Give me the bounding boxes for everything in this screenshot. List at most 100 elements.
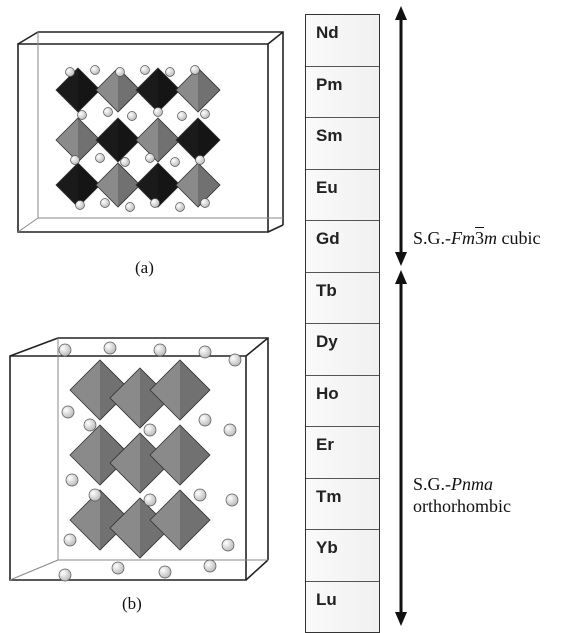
element-symbol: Ho: [316, 383, 339, 403]
element-cell-pm: Pm: [306, 66, 379, 118]
element-symbol: Sm: [316, 126, 343, 145]
cubic-octahedron-shade: [198, 68, 220, 112]
orthorhombic-octahedron-shade: [100, 490, 130, 550]
cubic-sg-prefix: S.G.-: [413, 228, 452, 248]
orthorhombic-octahedron-shade: [140, 368, 170, 428]
orthorhombic-space-group-label: S.G.-Pnma orthorhombic: [413, 473, 511, 517]
cubic-octahedron-shade: [118, 68, 140, 112]
cubic-octahedron: [55, 67, 101, 113]
cubic-octahedron-shade: [158, 68, 180, 112]
orthorhombic-octahedron: [149, 359, 211, 421]
atom-sphere: [120, 157, 130, 167]
atom-sphere: [65, 473, 79, 487]
element-cell-ho: Ho: [306, 375, 379, 427]
cubic-octahedron: [135, 162, 181, 208]
orthorhombic-octahedron-shade: [180, 425, 210, 485]
atom-sphere: [115, 67, 125, 77]
element-symbol: Dy: [316, 332, 338, 351]
element-symbol: Gd: [316, 229, 340, 248]
cubic-octahedron-shade: [198, 118, 220, 162]
element-symbol: Er: [316, 435, 334, 454]
atom-sphere: [190, 65, 200, 75]
atom-sphere: [203, 559, 217, 573]
orthorhombic-octahedron: [69, 424, 131, 486]
atom-sphere: [88, 488, 102, 502]
orthorhombic-structure-diagram: [9, 337, 269, 582]
atom-sphere: [95, 153, 105, 163]
atom-sphere: [200, 109, 210, 119]
orthorhombic-unit-cell-frame: [9, 337, 269, 581]
atom-sphere: [143, 423, 157, 437]
element-symbol: Nd: [316, 23, 339, 42]
orthorhombic-octahedra-group: [58, 341, 242, 582]
atom-sphere: [177, 111, 187, 121]
atom-sphere: [65, 67, 75, 77]
cubic-sg-symbol-bar: 3: [475, 228, 485, 248]
atom-sphere: [83, 418, 97, 432]
orthorhombic-octahedron: [69, 359, 131, 421]
atom-sphere: [223, 423, 237, 437]
caption-a: (a): [135, 258, 154, 277]
cubic-octahedron-shade: [78, 68, 100, 112]
cubic-octahedron-shade: [118, 163, 140, 207]
cubic-octahedron: [95, 67, 141, 113]
orthorhombic-octahedron-shade: [100, 360, 130, 420]
cubic-space-group-label: S.G.-Fm3m cubic: [413, 227, 541, 249]
atom-sphere: [221, 538, 235, 552]
cubic-octahedra-group: [55, 65, 221, 212]
atom-sphere: [90, 65, 100, 75]
element-symbol: Pm: [316, 74, 343, 94]
orthorhombic-octahedron-shade: [140, 498, 170, 558]
cubic-octahedron-shade: [198, 163, 220, 207]
atom-sphere: [127, 111, 137, 121]
atom-sphere: [70, 155, 80, 165]
element-cell-sm: Sm: [306, 118, 379, 170]
atom-sphere: [100, 198, 110, 208]
element-symbol: Eu: [316, 177, 338, 197]
cubic-octahedron: [135, 117, 181, 163]
atom-sphere: [198, 413, 212, 427]
orthorhombic-octahedron: [149, 489, 211, 551]
element-cell-nd: Nd: [306, 15, 379, 67]
orthorhombic-octahedron-shade: [180, 360, 210, 420]
cubic-octahedron-shade: [78, 118, 100, 162]
cubic-structure-diagram: [17, 31, 284, 233]
element-symbol: Tb: [316, 280, 337, 300]
atom-sphere: [170, 157, 180, 167]
orthorhombic-octahedron: [149, 424, 211, 486]
atom-sphere: [111, 561, 125, 575]
atom-sphere: [228, 353, 242, 367]
ortho-crystal-system: orthorhombic: [413, 496, 511, 516]
element-cell-yb: Yb: [306, 530, 379, 582]
cubic-octahedron: [175, 162, 221, 208]
orthorhombic-octahedron-shade: [140, 433, 170, 493]
ortho-sg-prefix: S.G.-: [413, 474, 452, 494]
atom-sphere: [153, 107, 163, 117]
orthorhombic-octahedron-shade: [100, 425, 130, 485]
element-symbol: Yb: [316, 538, 338, 557]
atom-sphere: [195, 155, 205, 165]
element-cell-eu: Eu: [306, 169, 379, 221]
element-cell-tb: Tb: [306, 272, 379, 324]
atom-sphere: [150, 198, 160, 208]
cubic-range-arrow: [395, 6, 407, 266]
element-cell-lu: Lu: [306, 581, 379, 632]
atom-sphere: [125, 202, 135, 212]
atom-sphere: [200, 198, 210, 208]
atom-sphere: [103, 107, 113, 117]
cubic-sg-symbol-a: Fm: [451, 228, 476, 248]
atom-sphere: [175, 202, 185, 212]
atom-sphere: [143, 493, 157, 507]
atom-sphere: [165, 67, 175, 77]
atom-sphere: [193, 488, 207, 502]
cubic-octahedron-shade: [158, 163, 180, 207]
element-cell-tm: Tm: [306, 478, 379, 530]
atom-sphere: [198, 345, 212, 359]
cubic-crystal-system: cubic: [497, 228, 541, 248]
cubic-octahedron: [95, 162, 141, 208]
cubic-octahedron: [95, 117, 141, 163]
orthorhombic-octahedron: [69, 489, 131, 551]
cubic-unit-cell-frame: [17, 31, 284, 233]
